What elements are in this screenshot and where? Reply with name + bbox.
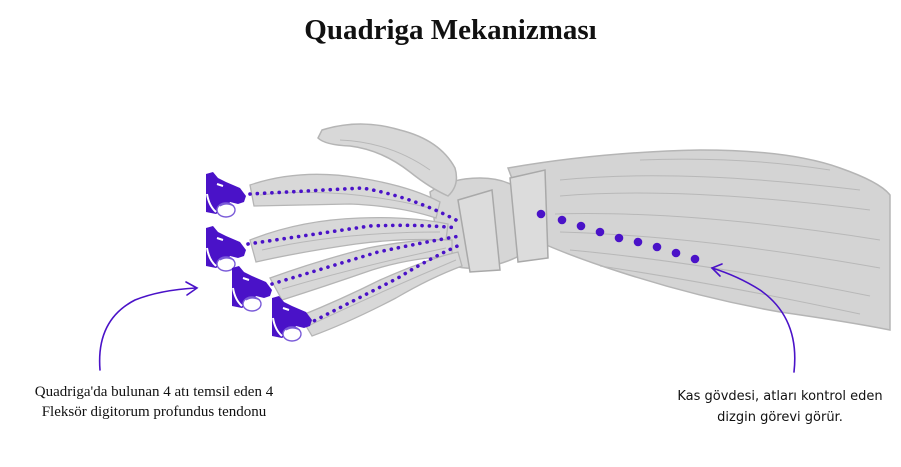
- horse-head-icon: [232, 266, 272, 311]
- tendon-caption: Quadriga'da bulunan 4 atı temsil eden 4 …: [4, 382, 304, 422]
- curved-arrow-icon: [100, 282, 197, 370]
- horse-head-icon: [206, 172, 246, 217]
- tendon-caption-line: Quadriga'da bulunan 4 atı temsil eden 4: [4, 382, 304, 402]
- page-title: Quadriga Mekanizması: [0, 14, 901, 47]
- muscle-caption-line: dizgin görevi görür.: [660, 407, 900, 428]
- horse-head-icon: [206, 226, 246, 271]
- muscle-caption-line: Kas gövdesi, atları kontrol eden: [660, 386, 900, 407]
- muscle-caption: Kas gövdesi, atları kontrol eden dizgin …: [660, 386, 900, 428]
- tendon-caption-line: Fleksör digitorum profundus tendonu: [4, 402, 304, 422]
- horse-head-icon: [272, 296, 312, 341]
